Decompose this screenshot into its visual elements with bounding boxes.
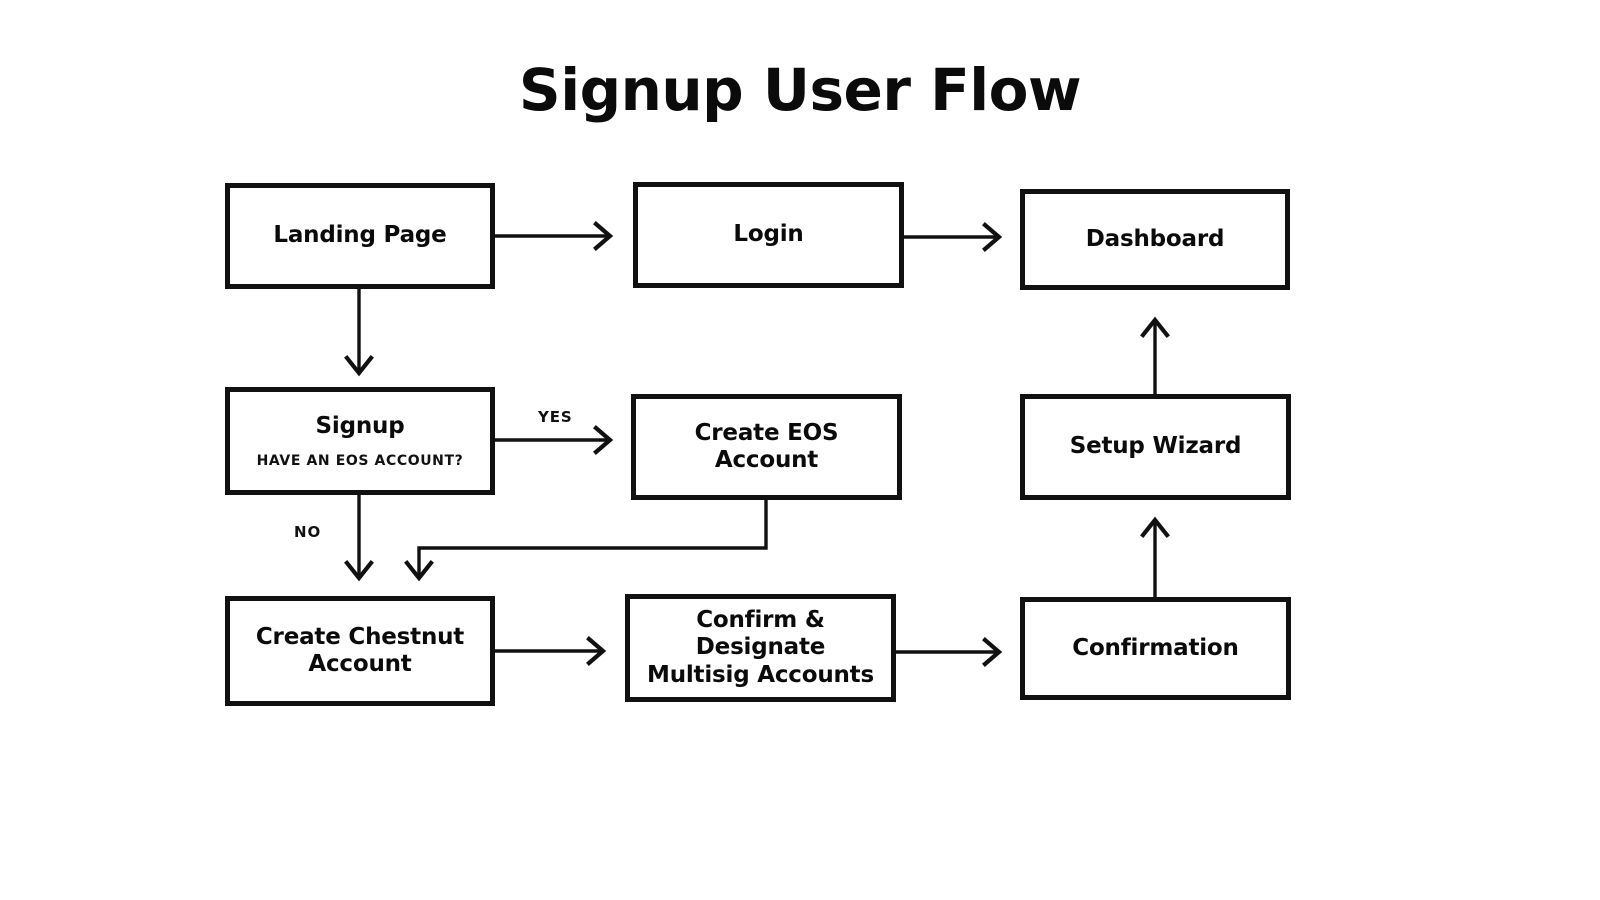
- node-create-chestnut-account[interactable]: Create Chestnut Account: [225, 596, 495, 706]
- edge-setup-wizard-to-dashboard: [1140, 316, 1170, 394]
- node-label-login: Login: [733, 221, 804, 248]
- edge-label-yes: YES: [538, 408, 573, 426]
- node-label-create-eos-account: Create EOS Account: [694, 419, 839, 473]
- node-create-eos-account[interactable]: Create EOS Account: [631, 394, 902, 500]
- node-landing-page[interactable]: Landing Page: [225, 183, 495, 289]
- node-dashboard[interactable]: Dashboard: [1020, 189, 1290, 290]
- node-label-signup: Signup: [315, 412, 405, 439]
- node-setup-wizard[interactable]: Setup Wizard: [1020, 394, 1291, 500]
- edge-signup-to-create-eos-account: [495, 425, 614, 455]
- node-label-confirm-designate-multisig: Confirm & Designate Multisig Accounts: [647, 607, 874, 688]
- edge-confirmation-to-setup-wizard: [1140, 516, 1170, 597]
- node-label-landing-page: Landing Page: [273, 222, 447, 249]
- node-signup[interactable]: Signup HAVE AN EOS ACCOUNT?: [225, 387, 495, 495]
- node-label-setup-wizard: Setup Wizard: [1069, 433, 1242, 460]
- edge-create-chestnut-account-to-confirm-designate-multisig: [495, 636, 607, 666]
- node-confirm-designate-multisig[interactable]: Confirm & Designate Multisig Accounts: [625, 594, 896, 702]
- edge-signup-to-create-chestnut-account: [344, 495, 374, 582]
- edge-label-no: NO: [294, 523, 322, 541]
- node-label-create-chestnut-account: Create Chestnut Account: [255, 623, 465, 677]
- node-label-dashboard: Dashboard: [1085, 225, 1225, 252]
- edge-landing-page-to-signup: [344, 289, 374, 377]
- edge-landing-page-to-login: [495, 221, 614, 251]
- edge-login-to-dashboard: [904, 222, 1003, 252]
- edge-create-eos-account-to-create-chestnut-account: [404, 500, 768, 582]
- node-login[interactable]: Login: [633, 182, 904, 288]
- edge-confirm-designate-multisig-to-confirmation: [896, 637, 1003, 667]
- node-confirmation[interactable]: Confirmation: [1020, 597, 1291, 700]
- node-sublabel-signup: HAVE AN EOS ACCOUNT?: [256, 453, 464, 470]
- page-title: Signup User Flow: [518, 56, 1082, 124]
- node-label-confirmation: Confirmation: [1072, 634, 1239, 661]
